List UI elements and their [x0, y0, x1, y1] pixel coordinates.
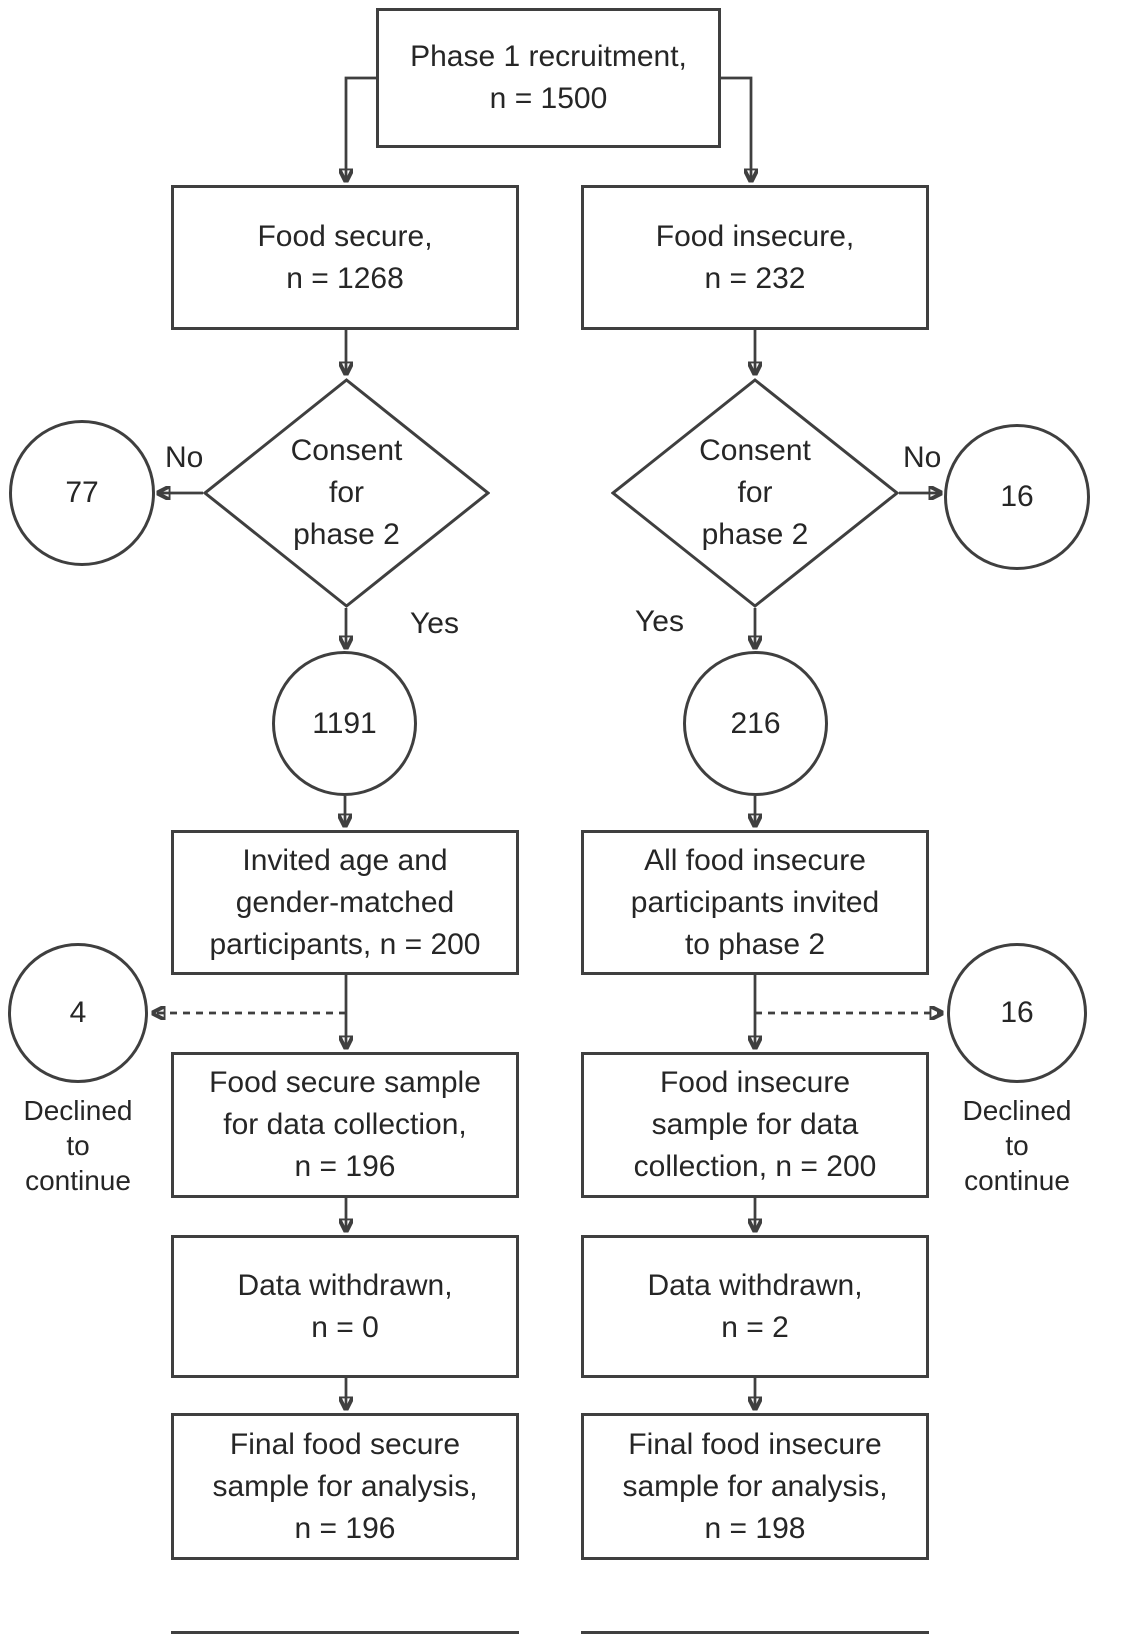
- arrow-phase1-to-food-insecure: [720, 76, 751, 182]
- node-invited-matched-participants: Invited age and gender-matched participa…: [171, 830, 519, 975]
- node-food-insecure: Food insecure, n = 232: [581, 185, 929, 330]
- node-data-withdrawn-right: Data withdrawn, n = 2: [581, 1235, 929, 1378]
- edge-label-yes-right: Yes: [635, 605, 684, 638]
- decision-consent-left-label: Consent for phase 2: [290, 434, 403, 551]
- circle-declined-left-count: 4: [8, 943, 148, 1083]
- node-final-food-insecure-sample: Final food insecure sample for analysis,…: [581, 1413, 929, 1560]
- node-data-withdrawn-left: Data withdrawn, n = 0: [171, 1235, 519, 1378]
- node-food-insecure-sample: Food insecure sample for data collection…: [581, 1052, 929, 1198]
- cropped-box-edge-right: [581, 1631, 929, 1634]
- decision-consent-phase2-left: Consent for phase 2: [203, 378, 490, 608]
- circle-no-consent-right-count: 16: [944, 424, 1090, 570]
- diamond-shape-right: [611, 378, 899, 608]
- arrow-phase1-to-food-secure: [346, 76, 376, 182]
- cropped-box-edge-left: [171, 1631, 519, 1634]
- circle-declined-right-count: 16: [947, 943, 1087, 1083]
- circle-no-consent-left-count: 77: [9, 420, 155, 566]
- caption-declined-to-continue-left: Declined to continue: [23, 1095, 133, 1196]
- node-all-food-insecure-invited: All food insecure participants invited t…: [581, 830, 929, 975]
- decision-consent-phase2-right: Consent for phase 2: [611, 378, 899, 608]
- caption-declined-to-continue-right: Declined to continue: [962, 1095, 1072, 1196]
- node-food-secure-sample: Food secure sample for data collection, …: [171, 1052, 519, 1198]
- edge-label-no-left: No: [165, 441, 204, 474]
- node-final-food-secure-sample: Final food secure sample for analysis, n…: [171, 1413, 519, 1560]
- node-phase1-recruitment: Phase 1 recruitment, n = 1500: [376, 8, 721, 148]
- edge-label-yes-left: Yes: [410, 607, 459, 640]
- node-food-secure: Food secure, n = 1268: [171, 185, 519, 330]
- decision-consent-right-label: Consent for phase 2: [699, 434, 811, 551]
- diamond-shape-left: [203, 378, 490, 608]
- circle-consented-left-count: 1191: [272, 651, 417, 796]
- circle-consented-right-count: 216: [683, 651, 828, 796]
- edge-label-no-right: No: [903, 441, 942, 474]
